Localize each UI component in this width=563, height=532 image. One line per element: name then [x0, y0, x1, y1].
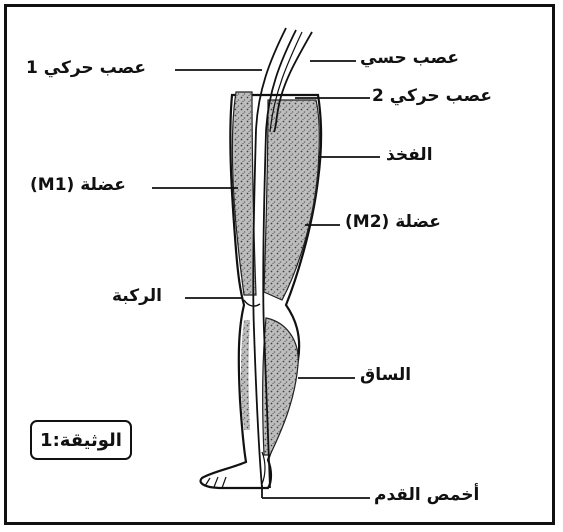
- label-sensory-nerve: عصب حسي: [360, 50, 459, 67]
- document-label: الوثيقة:1: [30, 420, 132, 460]
- label-foot-arch: أخمص القدم: [374, 487, 479, 504]
- label-thigh: الفخذ: [386, 147, 433, 164]
- label-motor-nerve-1: عصب حركي 1: [26, 60, 146, 77]
- label-leg-shank: الساق: [360, 367, 411, 384]
- muscle-m2: [264, 100, 319, 300]
- label-knee: الركبة: [112, 288, 162, 305]
- label-muscle-m2: عضلة (M2): [345, 214, 441, 231]
- label-motor-nerve-2: عصب حركي 2: [372, 88, 492, 105]
- label-muscle-m1: عضلة (M1): [30, 177, 126, 194]
